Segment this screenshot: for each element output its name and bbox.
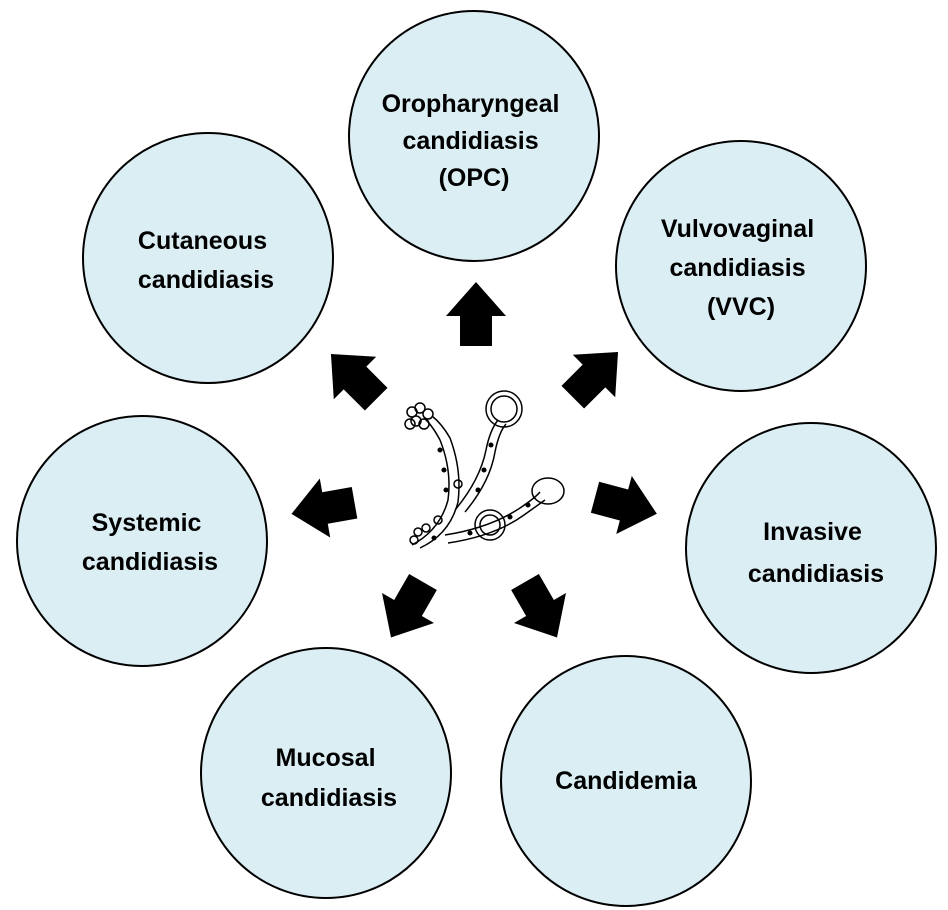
svg-text:Vulvovaginal candidiasis: Vulvovaginal candidiasis (VVC) bbox=[661, 215, 821, 321]
arrow-to-mucosal bbox=[365, 567, 449, 653]
node-vvc-line-3: (VVC) bbox=[707, 293, 775, 321]
node-invasive-line-1: Invasive bbox=[763, 518, 862, 546]
node-mucosal: Mucosal candidiasis bbox=[200, 647, 452, 899]
node-invasive-line-2: candidiasis bbox=[748, 560, 884, 588]
node-vvc: Vulvovaginal candidiasis (VVC) bbox=[615, 140, 867, 392]
node-systemic-line-1: Systemic bbox=[92, 509, 202, 537]
node-opc-line-2: candidiasis bbox=[402, 127, 538, 155]
svg-text:Mucosal candidiasis: Mucosal candidiasis bbox=[261, 744, 397, 812]
svg-text:Cutaneous candidiasis: Cutaneous candidiasis bbox=[138, 227, 274, 294]
node-vvc-line-2: candidiasis bbox=[669, 254, 805, 282]
svg-text:Candidemia: Candidemia bbox=[555, 767, 698, 795]
arrow-to-opc bbox=[446, 282, 506, 346]
arrow-to-cutaneous bbox=[309, 332, 398, 421]
node-systemic-line-2: candidiasis bbox=[82, 548, 218, 576]
node-invasive: Invasive candidiasis bbox=[685, 422, 937, 674]
arrow-to-systemic bbox=[286, 473, 360, 544]
svg-text:Systemic candidiasis: Systemic candidiasis bbox=[82, 509, 218, 576]
node-cutaneous: Cutaneous candidiasis bbox=[82, 132, 334, 384]
node-mucosal-line-1: Mucosal bbox=[276, 744, 376, 772]
svg-text:Oropharyngeal candidiasi: Oropharyngeal candidiasis (OPC) bbox=[382, 90, 567, 192]
node-candidemia: Candidemia bbox=[500, 655, 752, 907]
svg-text:Invasive candidiasis: Invasive candidiasis bbox=[748, 518, 884, 588]
node-systemic: Systemic candidiasis bbox=[16, 415, 268, 667]
node-opc-line-3: (OPC) bbox=[439, 164, 510, 192]
node-cutaneous-line-2: candidiasis bbox=[138, 266, 274, 294]
node-candidemia-line-1: Candidemia bbox=[555, 767, 698, 795]
node-mucosal-line-2: candidiasis bbox=[261, 784, 397, 812]
arrow-to-vvc bbox=[551, 330, 640, 419]
arrow-to-invasive bbox=[587, 468, 665, 543]
arrow-to-candidemia bbox=[499, 567, 583, 653]
node-opc: Oropharyngeal candidiasis (OPC) bbox=[348, 10, 600, 262]
node-cutaneous-line-1: Cutaneous bbox=[138, 227, 267, 255]
candida-fungus-icon bbox=[404, 390, 565, 549]
node-vvc-line-1: Vulvovaginal bbox=[661, 215, 814, 243]
node-opc-line-1: Oropharyngeal bbox=[382, 90, 560, 118]
